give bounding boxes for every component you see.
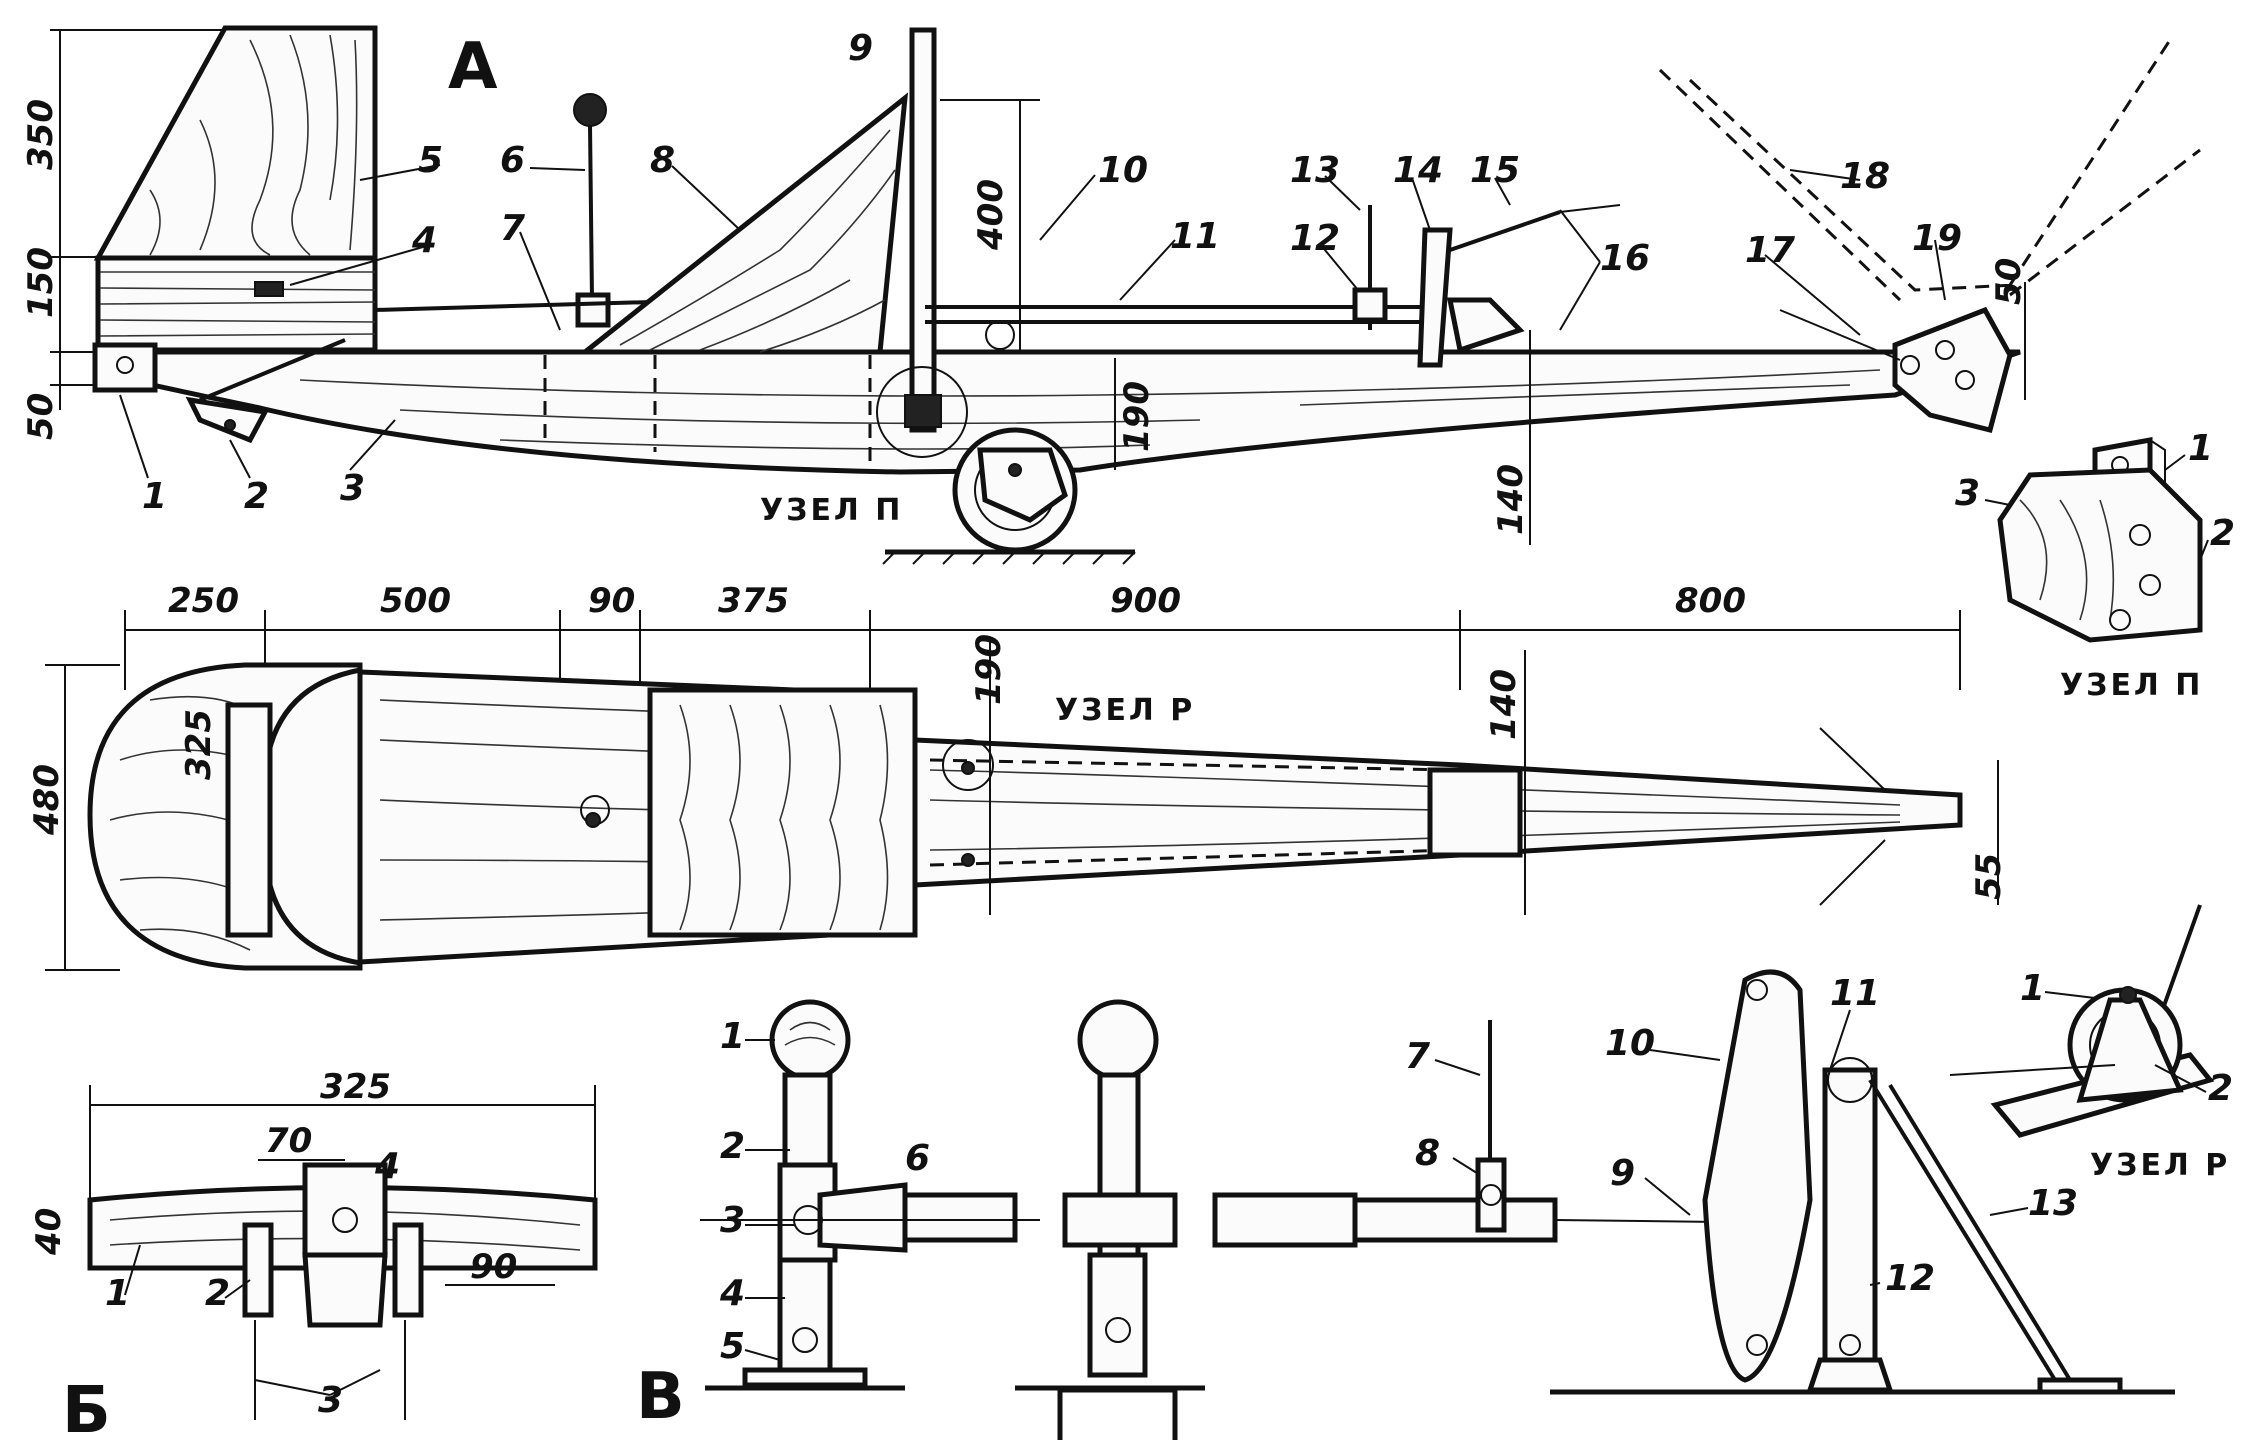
dim-140-top: 140 <box>1484 669 1524 740</box>
section-v: В 1 2 3 4 5 6 <box>636 969 2175 1440</box>
part-4: 4 <box>411 220 437 261</box>
dim-250: 250 <box>168 581 239 621</box>
top-dims: 250 500 90 375 900 800 <box>124 581 1961 690</box>
rear-linkage <box>1352 204 1621 368</box>
v-part-11: 11 <box>1830 973 1880 1014</box>
dim-90-b: 90 <box>470 1247 517 1287</box>
node-p-detail: 1 2 3 УЗЕЛ П <box>1955 428 2235 703</box>
dim-90: 90 <box>588 581 635 621</box>
part-1: 1 <box>142 476 167 517</box>
v-part-7: 7 <box>1405 1036 1430 1077</box>
part-7: 7 <box>500 208 525 249</box>
dim-190-side: 190 <box>1117 381 1157 452</box>
dim-50-tail: 50 <box>1989 258 2029 305</box>
dim-500: 500 <box>380 581 451 621</box>
side-view: А 350 150 50 <box>21 25 2201 565</box>
part-8: 8 <box>650 140 675 181</box>
linkage-assembly <box>1212 969 2175 1395</box>
part-6: 6 <box>500 140 525 181</box>
dim-400: 400 <box>971 179 1011 251</box>
left-height-dims: 350 150 50 <box>21 29 260 440</box>
part-14: 14 <box>1393 150 1443 191</box>
section-b-part-2: 2 <box>205 1273 230 1314</box>
dim-480: 480 <box>27 764 67 836</box>
v-part-2: 2 <box>720 1126 745 1167</box>
dim-40: 40 <box>29 1208 69 1256</box>
top-view: 250 500 90 375 900 800 480 325 <box>27 581 2009 971</box>
node-r-part-2: 2 <box>2208 1068 2233 1109</box>
dim-70: 70 <box>265 1121 312 1161</box>
v-part-13: 13 <box>2028 1183 2078 1224</box>
v-part-3: 3 <box>720 1200 745 1241</box>
part-12: 12 <box>1290 218 1340 259</box>
part-5: 5 <box>418 140 443 181</box>
post-9 <box>876 27 968 458</box>
node-r-title: УЗЕЛ Р <box>2090 1148 2230 1183</box>
node-r-detail: 1 2 УЗЕЛ Р <box>1949 904 2233 1183</box>
part-11: 11 <box>1170 216 1220 257</box>
section-v-label: В <box>636 1360 685 1434</box>
dim-325-top: 325 <box>179 709 219 780</box>
section-b-part-3: 3 <box>318 1380 343 1421</box>
node-r-callout: УЗЕЛ Р <box>1055 693 1195 728</box>
nose-fittings <box>92 338 346 444</box>
side-part-labels: 1 2 3 4 5 6 7 8 9 10 11 12 13 14 15 16 1… <box>142 28 1962 517</box>
tail-fitting: 50 <box>1658 39 2201 434</box>
part-16: 16 <box>1600 238 1650 279</box>
stick-assembly-side <box>700 999 1040 1391</box>
node-r-part-1: 1 <box>2020 968 2045 1009</box>
fin <box>577 92 909 355</box>
v-part-4: 4 <box>719 1273 745 1314</box>
dim-800: 800 <box>1675 581 1746 621</box>
section-b-part-4: 4 <box>374 1146 400 1187</box>
side-leaders <box>119 164 1946 479</box>
part-15: 15 <box>1470 150 1520 191</box>
part-10: 10 <box>1098 150 1148 191</box>
part-13: 13 <box>1290 150 1340 191</box>
part-3: 3 <box>340 468 365 509</box>
dim-325-b: 325 <box>320 1067 391 1107</box>
node-p-callout: УЗЕЛ П <box>760 493 903 528</box>
dim-55: 55 <box>1969 853 2009 900</box>
dim-350: 350 <box>21 99 61 170</box>
dim-375: 375 <box>718 581 789 621</box>
dim-140-side: 140 <box>1491 464 1531 535</box>
part-2: 2 <box>244 476 269 517</box>
part-17: 17 <box>1745 230 1795 271</box>
node-p-title: УЗЕЛ П <box>2060 668 2203 703</box>
section-b: 325 70 40 90 1 2 3 4 Б <box>29 1067 598 1448</box>
stick-assembly-front <box>1015 999 1205 1440</box>
section-b-label: Б <box>62 1374 111 1448</box>
push-rod <box>925 305 1430 350</box>
node-p-part-2: 2 <box>2210 513 2235 554</box>
v-part-1: 1 <box>720 1016 745 1057</box>
v-part-5: 5 <box>720 1326 745 1367</box>
node-p-part-1: 1 <box>2188 428 2213 469</box>
part-18: 18 <box>1840 156 1890 197</box>
dim-190-top: 190 <box>969 634 1009 705</box>
v-part-6: 6 <box>905 1138 930 1179</box>
rudder <box>93 25 378 261</box>
dim-400-group: 400 190 140 <box>940 99 1531 545</box>
main-wheel <box>882 427 1136 565</box>
part-9: 9 <box>848 28 873 69</box>
fin-base <box>95 255 378 353</box>
dim-150: 150 <box>21 247 61 318</box>
section-a-label: А <box>448 30 498 104</box>
dim-900: 900 <box>1110 581 1181 621</box>
v-part-9: 9 <box>1610 1153 1635 1194</box>
v-part-8: 8 <box>1415 1133 1440 1174</box>
dim-50: 50 <box>21 393 61 440</box>
node-p-part-3: 3 <box>1955 473 1980 514</box>
v-part-12: 12 <box>1885 1258 1935 1299</box>
v-part-10: 10 <box>1605 1023 1655 1064</box>
